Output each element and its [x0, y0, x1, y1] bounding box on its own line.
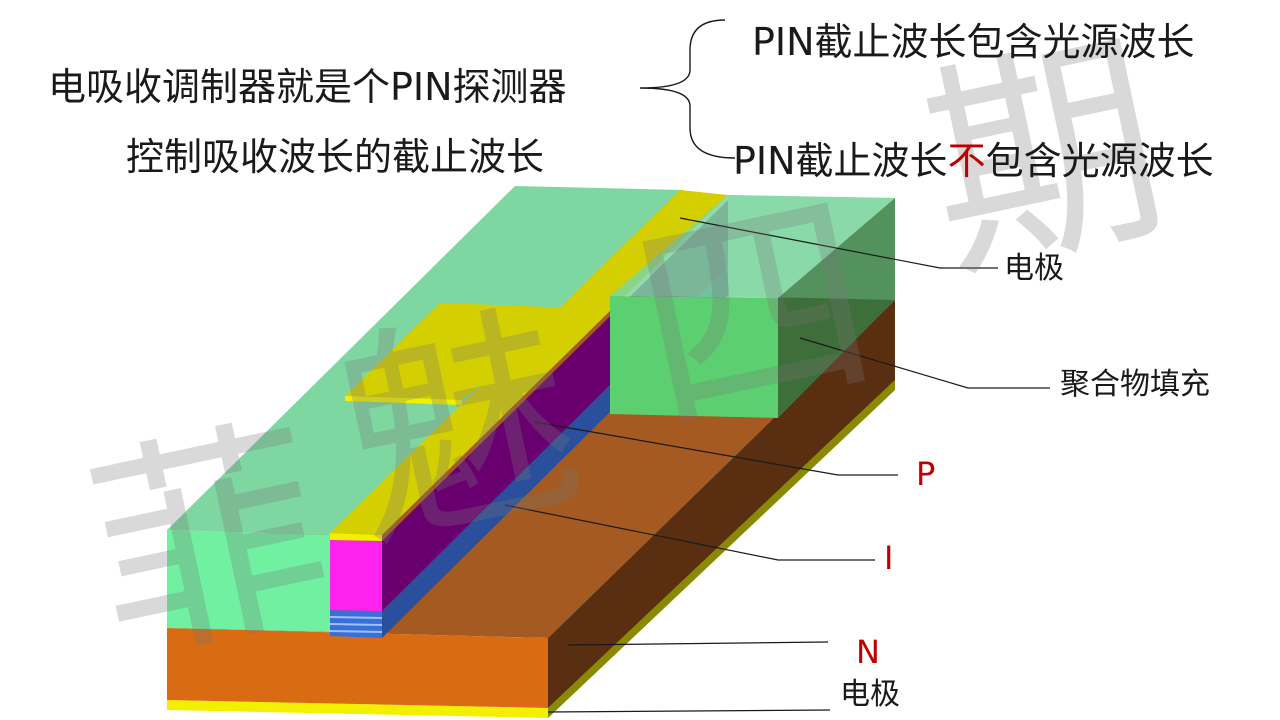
polymer-right-back	[728, 195, 895, 300]
n-substrate-front	[167, 628, 548, 708]
watermark-char-3: 四	[614, 160, 896, 470]
label-i-layer: I	[884, 539, 894, 577]
polymer-right-side	[778, 198, 895, 418]
mqw-line	[329, 623, 383, 626]
watermark-char-1: 菲	[69, 390, 351, 700]
option2-post: 包含光源波长	[985, 139, 1214, 183]
leader-p	[534, 421, 898, 476]
label-n-layer: N	[856, 633, 880, 671]
label-p-layer: P	[916, 455, 936, 493]
ridge-electrode-top	[330, 190, 728, 535]
option-cutoff-not-contains: PIN截止波长不包含光源波长	[733, 142, 1214, 180]
mqw-line	[329, 616, 383, 619]
curly-brace	[639, 19, 736, 159]
polymer-left-front	[167, 530, 330, 632]
ridge-electrode-front	[330, 533, 382, 541]
label-bottom-electrode: 电极	[840, 677, 900, 712]
option2-negation: 不	[947, 139, 986, 183]
label-polymer-fill: 聚合物填充	[1060, 367, 1210, 402]
polymer-right-front	[610, 296, 778, 418]
n-substrate-side	[548, 300, 895, 708]
electrode-pad	[345, 303, 575, 400]
leader-top-electrode	[679, 217, 998, 269]
p-layer-front	[330, 540, 382, 611]
watermark-char-2: 魅	[319, 275, 601, 585]
leader-n	[567, 641, 829, 646]
mqw-line	[329, 630, 383, 633]
heading-line1: 电吸收调制器就是个PIN探测器	[48, 65, 567, 109]
leader-bottom-electrode	[547, 709, 831, 713]
heading-line2: 控制吸收波长的截止波长	[126, 135, 545, 179]
bottom-electrode-front	[167, 700, 548, 718]
polymer-right-top	[610, 195, 895, 298]
option2-pre: PIN截止波长	[733, 139, 948, 183]
leader-polymer	[799, 337, 1050, 389]
option-cutoff-contains: PIN截止波长包含光源波长	[752, 20, 1195, 64]
electrode-pad-edge	[345, 396, 462, 405]
leader-i	[504, 504, 875, 561]
label-top-electrode: 电极	[1004, 251, 1064, 286]
